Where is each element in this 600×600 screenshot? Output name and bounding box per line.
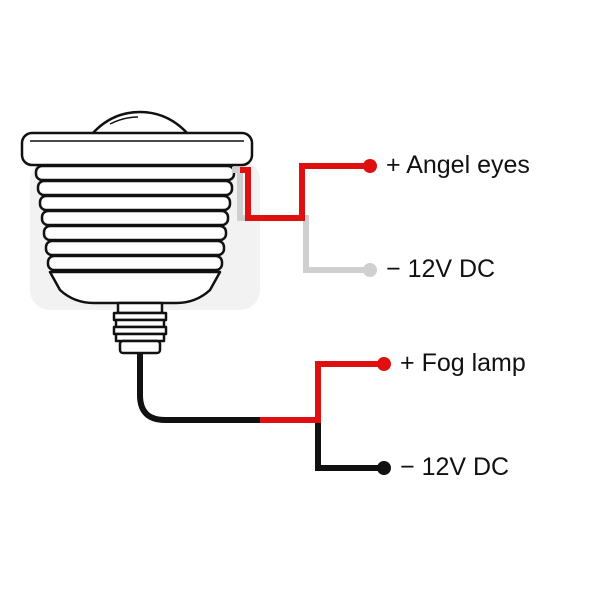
wire-fog-lamp-negative [137, 352, 382, 471]
fog-lamp-housing-icon [20, 110, 254, 355]
sign: + [386, 151, 401, 179]
label-fog-lamp-positive: + Fog lamp [400, 351, 526, 376]
thread-ring [40, 209, 230, 227]
connection-name: 12V DC [407, 255, 496, 283]
label-angel-eyes-positive: + Angel eyes [386, 153, 530, 178]
thread-ring [38, 194, 232, 212]
housing-cap [20, 131, 254, 167]
terminal-dot-icon [363, 263, 377, 277]
thread-ring [44, 239, 226, 257]
housing-base [48, 270, 222, 305]
connection-name: Angel eyes [406, 151, 530, 179]
connector-neck [116, 301, 164, 315]
wire-fog-lamp-positive [260, 361, 382, 423]
sign: − [400, 453, 415, 481]
thread-ring [34, 164, 236, 182]
thread-ring [36, 179, 234, 197]
terminal-dot-icon [377, 461, 391, 475]
sign: − [386, 255, 401, 283]
terminal-dot-icon [377, 357, 391, 371]
label-fog-lamp-negative: − 12V DC [400, 455, 509, 480]
connection-name: 12V DC [421, 453, 510, 481]
wire-angel-eyes-positive [240, 163, 368, 221]
connection-name: Fog lamp [421, 349, 526, 377]
sign: + [400, 349, 415, 377]
terminal-dot-icon [363, 159, 377, 173]
thread-ring [46, 254, 224, 272]
lens-dome [90, 110, 190, 136]
thread-ring [42, 224, 228, 242]
label-angel-eyes-negative: − 12V DC [386, 257, 495, 282]
